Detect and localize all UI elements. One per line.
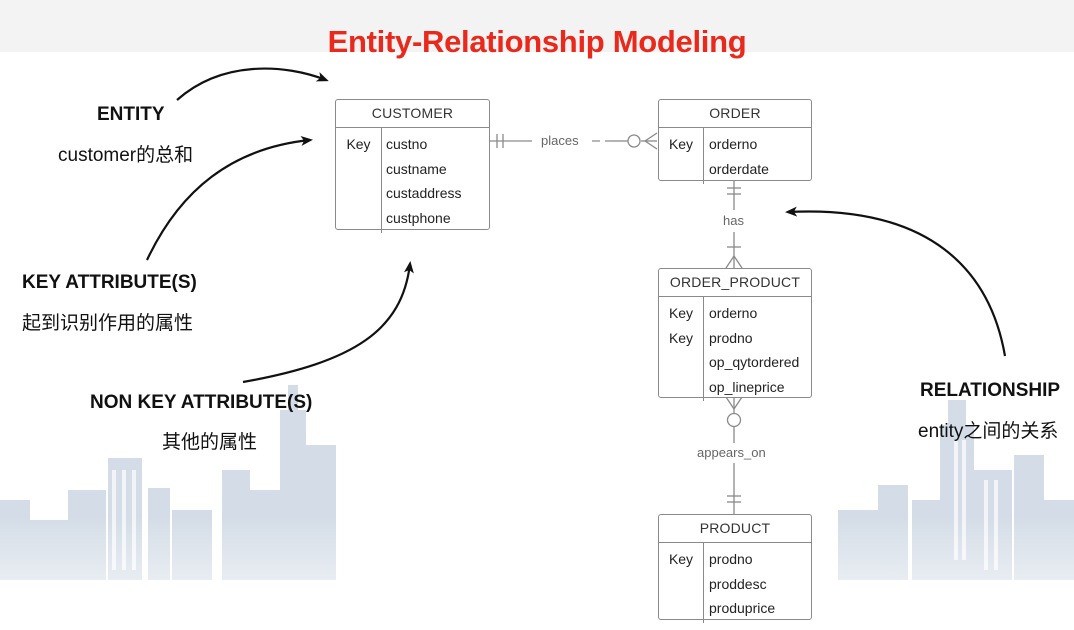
attribute-name: prodno (709, 551, 753, 567)
non-key-attribute-arrow (242, 261, 414, 384)
non-key-attribute-description: 其他的属性 (162, 432, 258, 453)
key-attribute-arrow (146, 135, 313, 261)
attribute-name: custno (386, 136, 428, 152)
attribute-name: orderno (709, 305, 758, 321)
relationship-description: entity之间的关系 (918, 421, 1059, 442)
attribute-row: produprice (659, 596, 811, 621)
entity-heading: ENTITY (97, 104, 165, 125)
key-marker: Key (668, 551, 694, 567)
relationship-heading: RELATIONSHIP (920, 380, 1061, 401)
entity-product[interactable]: PRODUCT Key prodno proddesc produprice (658, 514, 812, 623)
attribute-row: Key prodno (659, 547, 811, 572)
attribute-name: orderdate (709, 160, 769, 177)
entity-order-product-name: ORDER_PRODUCT (659, 269, 811, 297)
relationship-places-label: places (538, 133, 582, 148)
attribute-name: prodno (709, 329, 753, 346)
key-marker: Key (668, 329, 694, 346)
attribute-row: op_qytordered (659, 350, 811, 375)
key-marker: Key (668, 136, 694, 152)
key-attribute-description: 起到识别作用的属性 (22, 313, 194, 334)
relationship-has-line (725, 180, 743, 269)
relationship-has-label: has (720, 213, 747, 228)
attribute-row: proddesc (659, 572, 811, 597)
attribute-row: Key orderno (659, 132, 811, 157)
attribute-row: custaddress (336, 181, 489, 206)
attribute-row: custphone (336, 206, 489, 231)
attribute-name: op_lineprice (709, 378, 785, 395)
attribute-row: op_lineprice (659, 375, 811, 400)
attribute-name: produprice (709, 600, 776, 616)
non-key-attribute-heading: NON KEY ATTRIBUTE(S) (90, 392, 313, 413)
attribute-name: custphone (386, 209, 451, 226)
entity-arrow (176, 67, 329, 101)
entity-customer[interactable]: CUSTOMER Key custno custname custaddress… (335, 99, 490, 233)
attribute-name: custaddress (386, 185, 462, 201)
attribute-row: orderdate (659, 157, 811, 182)
entity-order-name: ORDER (659, 100, 811, 128)
attribute-name: custname (386, 160, 447, 177)
attribute-name: op_qytordered (709, 354, 800, 370)
attribute-row: Key prodno (659, 326, 811, 351)
entity-order-product[interactable]: ORDER_PRODUCT Key orderno Key prodno op_… (658, 268, 812, 401)
key-marker: Key (346, 136, 371, 152)
key-attribute-heading: KEY ATTRIBUTE(S) (22, 272, 197, 293)
attribute-name: proddesc (709, 575, 767, 592)
page-title: Entity-Relationship Modeling (327, 24, 747, 59)
entity-description: customer的总和 (58, 145, 194, 166)
relationship-appears-on-line (725, 396, 743, 514)
entity-order[interactable]: ORDER Key orderno orderdate (658, 99, 812, 184)
relationship-places-line (489, 132, 658, 150)
attribute-row: Key custno (336, 132, 489, 157)
attribute-name: orderno (709, 136, 758, 152)
entity-customer-name: CUSTOMER (336, 100, 489, 128)
attribute-row: Key orderno (659, 301, 811, 326)
key-marker: Key (668, 305, 694, 321)
attribute-row: custname (336, 157, 489, 182)
relationship-arrow (785, 206, 1007, 357)
entity-product-name: PRODUCT (659, 515, 811, 543)
relationship-appears-on-label: appears_on (694, 445, 769, 460)
